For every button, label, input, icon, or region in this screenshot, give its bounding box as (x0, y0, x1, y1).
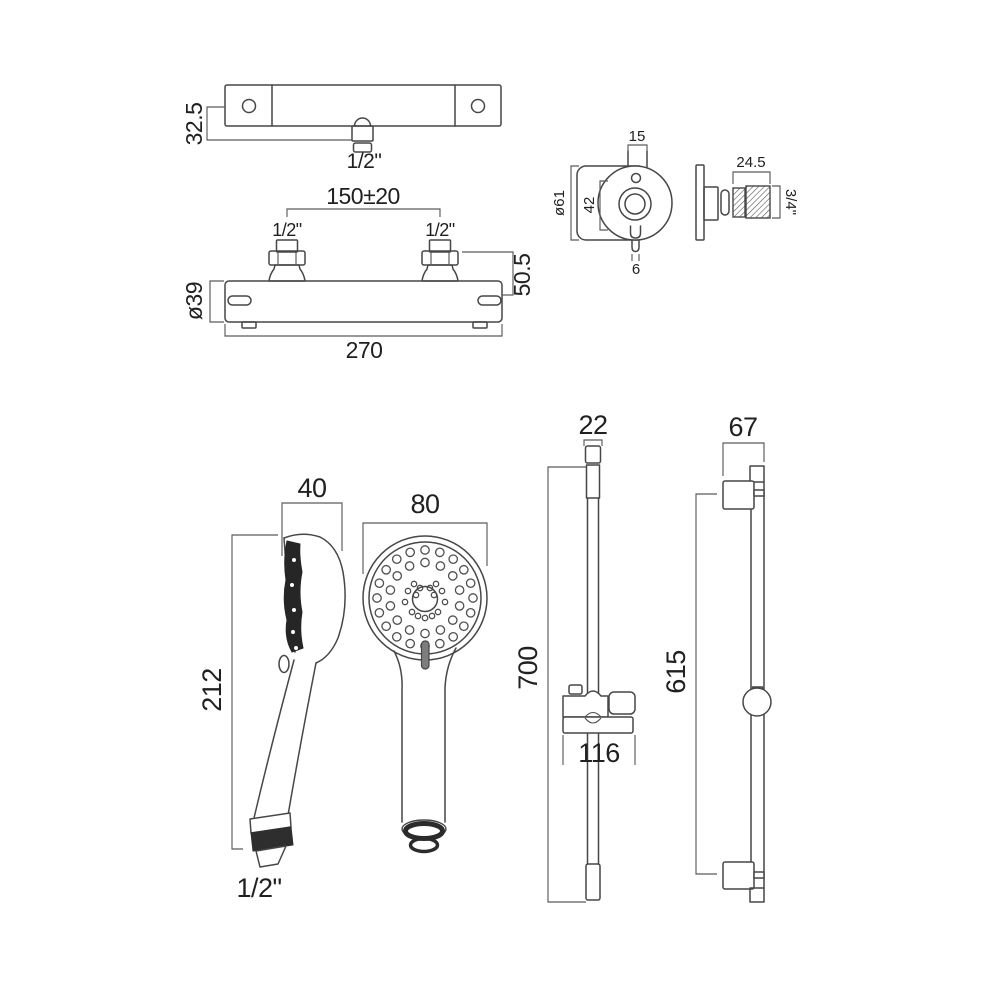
rail-top-cap (584, 445, 602, 464)
head-profile (283, 533, 346, 664)
handset-front-view: 80 (362, 489, 488, 854)
rail-bottom-cap (585, 863, 601, 901)
outlet-bore (624, 193, 646, 215)
rail-side-view: 67 615 (661, 412, 772, 903)
dim-union-thread: 3/4" (782, 189, 799, 215)
seal (720, 189, 730, 216)
handset-side-view: 40 212 1/2" (197, 473, 346, 903)
top-hole (630, 172, 642, 184)
front-connector-tail (408, 836, 440, 854)
handle-left-edge (253, 659, 295, 819)
dim-holder-width: 116 (578, 738, 620, 768)
connector-tail (255, 845, 287, 868)
fixing-hole-right (470, 98, 486, 114)
dim-handset-length: 212 (197, 668, 227, 712)
wall-bracket-bottom (722, 861, 755, 890)
inlet-left (268, 239, 306, 282)
flange-face (597, 165, 673, 241)
handset-holder (562, 684, 636, 734)
dim-flange-diameter: ø61 (551, 190, 568, 216)
dim-valve-width: 270 (346, 337, 383, 363)
dim-flange-inner: 42 (581, 197, 598, 214)
rail-front-view: 22 700 116 (513, 410, 636, 903)
inlet-right (421, 239, 459, 282)
spray-nozzles (372, 545, 478, 651)
dim-valve-top-outlet: 1/2" (347, 150, 382, 173)
wall-flange-front: 15 ø61 42 6 (551, 128, 673, 278)
wall-plate (695, 164, 705, 241)
dim-rail-length: 700 (513, 646, 543, 690)
rail-side-foot (749, 887, 765, 903)
dim-head-depth: 40 (297, 473, 326, 503)
dim-inlet-right: 1/2" (425, 220, 455, 240)
dim-union-length: 24.5 (736, 154, 765, 171)
thread-large (745, 185, 771, 219)
fixing-hole-left (241, 98, 257, 114)
wall-bracket-top (722, 480, 755, 510)
front-handle-right (444, 647, 457, 823)
dim-inlet-left: 1/2" (272, 220, 302, 240)
holder-cradle (608, 691, 636, 715)
dim-head-diameter: 80 (410, 489, 439, 519)
front-handle-left (393, 650, 403, 823)
control-left (227, 295, 252, 306)
handle-right-edge (286, 662, 317, 822)
dim-fixing-centres: 615 (661, 650, 691, 694)
dim-flange-pin: 6 (632, 261, 640, 278)
mode-toggle (420, 640, 430, 670)
valve-top-view: 32.5 1/2" (181, 84, 502, 173)
valve-body (224, 280, 503, 323)
dim-rail-depth: 67 (728, 412, 757, 442)
dim-valve-top-depth: 32.5 (181, 103, 207, 146)
spray-face-texture (283, 540, 304, 653)
dim-handset-connector: 1/2" (236, 873, 281, 903)
front-connector-ring (403, 821, 445, 841)
hook-ring (278, 654, 290, 674)
dim-inlet-spacing: 150±20 (326, 183, 400, 209)
slider-knob (742, 687, 772, 717)
bottom-pin (631, 239, 640, 253)
valve-front-view: 150±20 1/2" 1/2" ø39 50.5 270 (181, 183, 535, 363)
center-nozzle (411, 585, 439, 613)
dim-body-diameter: ø39 (181, 282, 207, 320)
control-right (477, 295, 502, 306)
connector-nut (250, 826, 294, 852)
outlet-boss (353, 117, 372, 127)
dim-inlet-height: 50.5 (509, 254, 535, 297)
wall-union-side: 24.5 3/4" (695, 154, 799, 241)
dim-flange-slot: 15 (629, 128, 646, 145)
dim-rail-tube: 22 (578, 410, 607, 440)
thread-small (732, 187, 746, 218)
